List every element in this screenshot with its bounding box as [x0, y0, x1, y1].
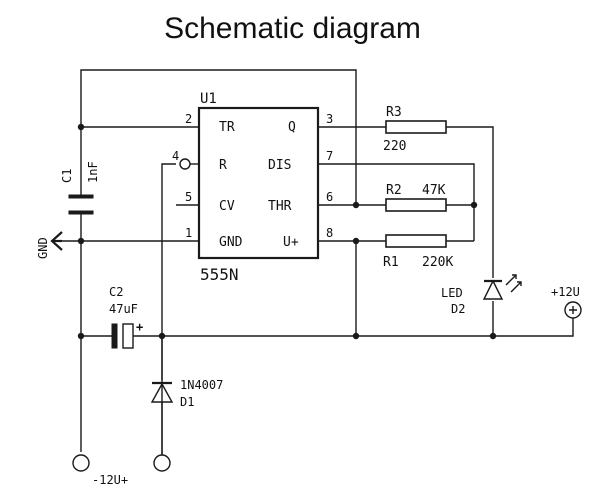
d1-ref-label: D1 — [180, 395, 194, 409]
junction-dot — [77, 237, 85, 245]
capacitor-c1: C1 1nF — [60, 161, 100, 215]
pin-label: Q — [288, 120, 296, 135]
resistor-r2: R2 47K — [385, 183, 447, 212]
reset-inversion-bubble — [179, 158, 191, 170]
led-type-label: LED — [441, 286, 463, 300]
led-ref-label: D2 — [451, 302, 465, 316]
terminal-circle — [564, 301, 582, 319]
led-d2: LED D2 — [441, 274, 522, 316]
c2-polarity-label: + — [136, 320, 143, 334]
capacitor-plate — [111, 323, 118, 349]
r1-ref-label: R1 — [383, 255, 399, 270]
pin-label: R — [219, 158, 227, 173]
pin-number: 2 — [185, 112, 192, 126]
junction-dot — [158, 332, 166, 340]
input-supply-label: -12U+ — [92, 473, 128, 487]
pin-number: 8 — [326, 226, 333, 240]
pin-number: 5 — [185, 190, 192, 204]
junction-dot — [352, 332, 360, 340]
pin-label: GND — [219, 235, 243, 250]
pin-number: 3 — [326, 112, 333, 126]
resistor-body — [385, 120, 447, 134]
c2-value-label: 47uF — [109, 302, 138, 316]
pin-number: 4 — [172, 149, 179, 163]
diagram-title: Schematic diagram — [164, 12, 421, 45]
gnd-label: GND — [36, 237, 50, 259]
r3-ref-label: R3 — [386, 105, 402, 120]
junctions — [77, 123, 497, 340]
pin-label: CV — [219, 199, 235, 214]
junction-dot — [352, 201, 360, 209]
pin-label: DIS — [268, 158, 291, 173]
input-terminals: -12U+ — [72, 454, 171, 487]
pin-number: 1 — [185, 226, 192, 240]
wires — [62, 69, 574, 455]
r1-value-label: 220K — [422, 255, 453, 270]
c2-ref-label: C2 — [109, 285, 123, 299]
ic-designator: U1 — [200, 91, 217, 107]
pin-label: U+ — [283, 235, 299, 250]
r2-value-label: 47K — [422, 183, 446, 198]
junction-dot — [489, 332, 497, 340]
junction-dot — [352, 237, 360, 245]
pin-number: 6 — [326, 190, 333, 204]
resistor-body — [385, 198, 447, 212]
resistor-r1: R1 220K — [383, 234, 453, 270]
resistor-r3: R3 220 — [383, 105, 447, 154]
pin-label: THR — [268, 199, 292, 214]
ic-555: U1 555N 2 TR 4 R 5 CV 1 GND 3 Q 7 DIS 6 … — [172, 91, 333, 284]
capacitor-plate — [68, 210, 94, 215]
terminal-circle — [72, 454, 90, 472]
c1-value-label: 1nF — [86, 161, 100, 183]
pin-label: TR — [219, 120, 235, 135]
terminal-circle — [153, 454, 171, 472]
diode-d1: 1N4007 D1 — [150, 378, 223, 455]
junction-dot — [77, 123, 85, 131]
ic-body — [197, 106, 320, 260]
led-triangle — [482, 279, 504, 300]
resistor-body — [385, 234, 447, 248]
positive-supply-terminal: +12U — [551, 285, 582, 319]
ic-part-number: 555N — [200, 265, 239, 284]
capacitor-plate — [68, 194, 94, 199]
r2-ref-label: R2 — [386, 183, 402, 198]
capacitor-c2: + C2 47uF — [109, 285, 143, 349]
supply-positive-label: +12U — [551, 285, 580, 299]
junction-dot — [470, 201, 478, 209]
junction-dot — [77, 332, 85, 340]
d1-value-label: 1N4007 — [180, 378, 223, 392]
pin-number: 7 — [326, 149, 333, 163]
c1-ref-label: C1 — [60, 169, 74, 183]
capacitor-plate — [122, 323, 134, 349]
r3-value-label: 220 — [383, 139, 406, 154]
ground-symbol: GND — [36, 231, 63, 259]
